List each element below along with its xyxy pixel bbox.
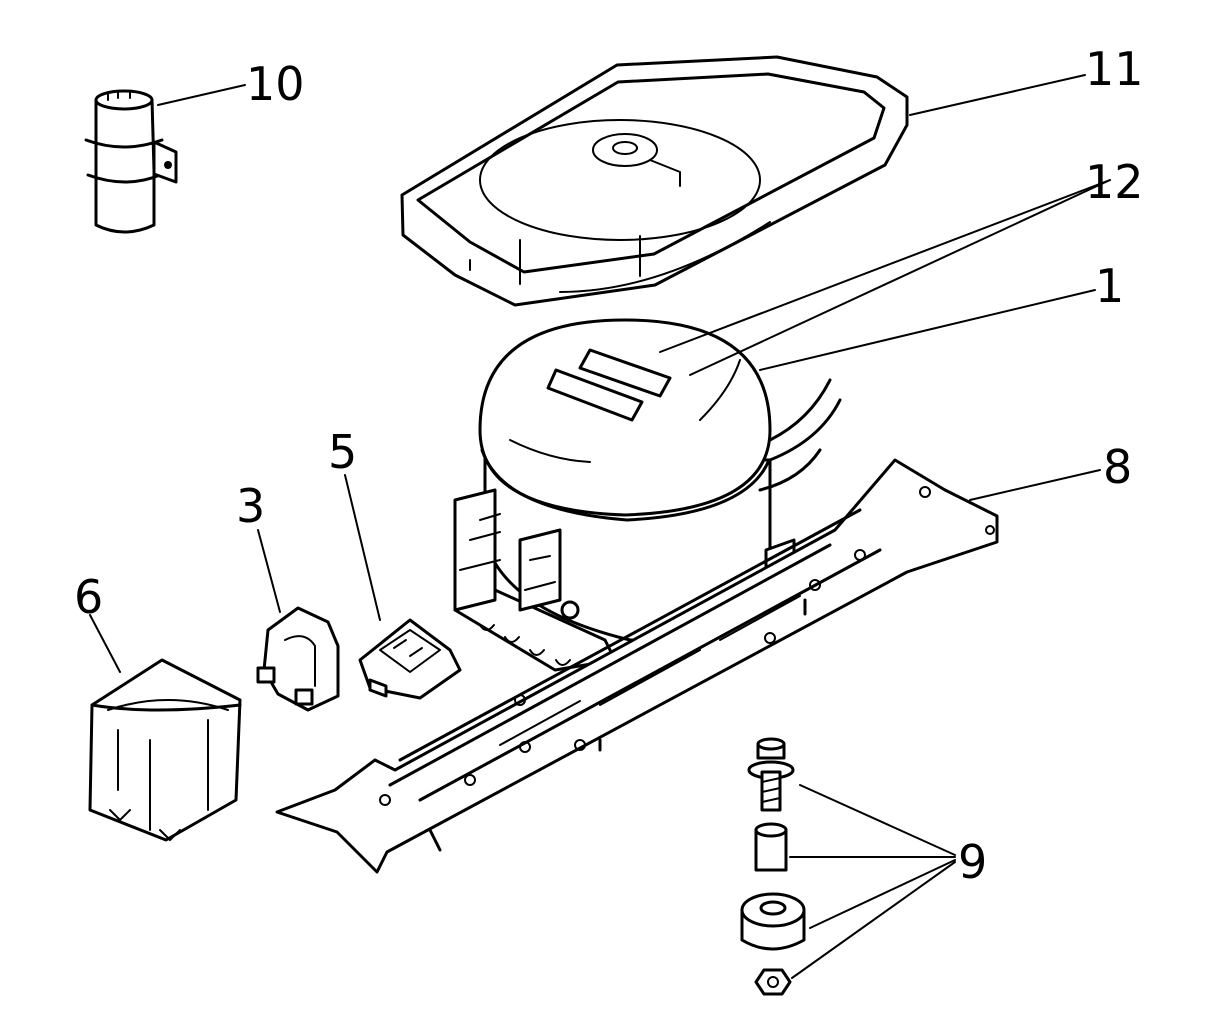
part-9-mounting-hardware [740, 737, 806, 996]
callout-12: 12 [1085, 155, 1144, 209]
part-5-starter-relay [358, 618, 462, 700]
callout-5: 5 [328, 425, 357, 479]
callout-6: 6 [74, 570, 103, 624]
leader-lines [89, 74, 1111, 979]
callout-3: 3 [236, 479, 265, 533]
callout-labels: 10 11 12 1 8 5 3 6 9 [74, 42, 1144, 889]
part-8-base-rail [275, 458, 999, 874]
part-3-overload-protector [256, 606, 340, 712]
callout-11: 11 [1085, 42, 1144, 96]
part-6-terminal-cover [88, 658, 242, 842]
callout-1: 1 [1095, 259, 1124, 313]
part-1-compressor [453, 318, 842, 672]
part-10-capacitor [84, 89, 178, 234]
callout-8: 8 [1103, 440, 1132, 494]
callout-10: 10 [246, 57, 305, 111]
part-11-tray [400, 55, 909, 307]
callout-9: 9 [958, 835, 987, 889]
